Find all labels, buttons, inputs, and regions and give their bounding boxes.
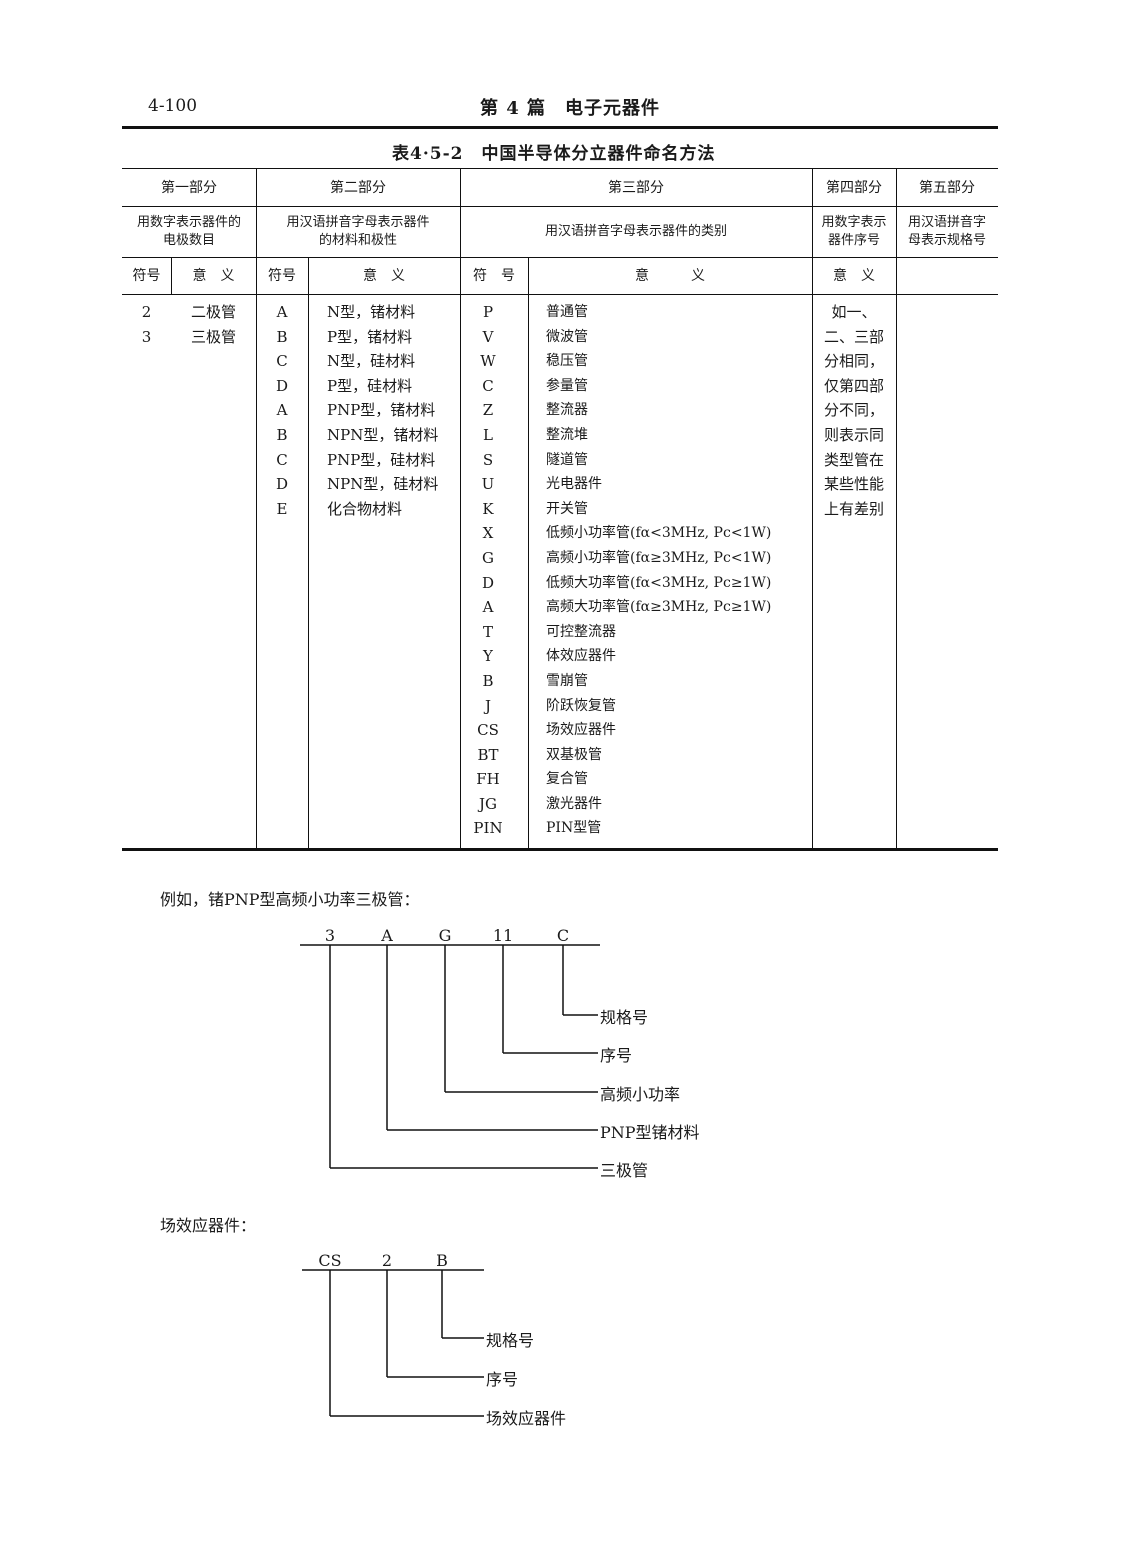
table-title: 表4·5-2 中国半导体分立器件命名方法 <box>392 144 716 164</box>
example1-label: 高频小功率 <box>600 1085 681 1104</box>
sub-header-meaning: 意 义 <box>635 268 705 284</box>
example1-intro: 例如，锗PNP型高频小功率三极管： <box>160 890 420 909</box>
example2-intro: 场效应器件： <box>160 1216 257 1235</box>
example2-label: 场效应器件 <box>486 1409 567 1428</box>
part3-meanings: 普通管 微波管 稳压管 参量管 整流器 整流堆 隧道管 光电器件 开关管 低频小… <box>546 304 772 837</box>
sub-header-symbol: 符 号 <box>473 268 515 284</box>
example1-code: G <box>438 926 452 945</box>
header-rule <box>122 126 998 129</box>
column-divider <box>812 168 813 848</box>
sub-header-meaning: 意 义 <box>363 268 405 284</box>
example1-label: 规格号 <box>600 1008 649 1027</box>
example2-code: 2 <box>381 1251 393 1270</box>
example1-code: C <box>556 926 570 945</box>
part-header: 第五部分 <box>919 180 975 196</box>
part-description: 用汉语拼音字母表示器件 的材料和极性 <box>286 215 430 248</box>
table-rule <box>122 206 998 207</box>
table-rule <box>122 257 998 258</box>
part-description: 用数字表示 器件序号 <box>821 215 887 248</box>
example1-code: 3 <box>324 926 336 945</box>
column-divider <box>460 168 461 848</box>
part4-note: 如一、 二、三部 分相同， 仅第四部 分不同， 则表示同 类型管在 某些性能 上… <box>823 303 884 518</box>
column-divider <box>528 257 529 848</box>
example1-label: 三极管 <box>600 1161 649 1180</box>
sub-header-symbol: 符号 <box>268 268 296 284</box>
part-header: 第四部分 <box>826 180 882 196</box>
section-title: 第 4 篇 电子元器件 <box>480 98 661 119</box>
part-header: 第一部分 <box>161 180 217 196</box>
table-rule-top <box>122 168 998 169</box>
example2-code: CS <box>318 1251 342 1270</box>
column-divider <box>308 257 309 848</box>
page-number: 4-100 <box>148 96 198 116</box>
sub-header-meaning: 意 义 <box>192 268 235 284</box>
part2-symbols: A B C D A B C D E <box>275 303 289 518</box>
part3-symbols: P V W C Z L S U K X G D A T Y B J CS BT … <box>473 303 503 838</box>
column-divider <box>896 168 897 848</box>
table-rule-bottom <box>122 848 998 851</box>
part-description: 用汉语拼音字母表示器件的类别 <box>544 224 727 239</box>
example2-label: 序号 <box>486 1370 519 1389</box>
part1-symbols: 2 3 <box>141 303 152 346</box>
part-header: 第三部分 <box>608 180 664 196</box>
sub-header-meaning: 意 义 <box>833 268 875 284</box>
example1-code: A <box>381 926 393 945</box>
part-description: 用数字表示器件的 电极数目 <box>136 215 241 248</box>
column-divider <box>171 257 172 294</box>
part1-meanings: 二极管 三极管 <box>190 303 236 346</box>
sub-header-symbol: 符号 <box>132 268 161 284</box>
example2-label: 规格号 <box>486 1331 535 1350</box>
example1-code: 11 <box>492 926 514 945</box>
part-header: 第二部分 <box>330 180 386 196</box>
column-divider <box>256 168 257 848</box>
part-description: 用汉语拼音字 母表示规格号 <box>907 215 986 248</box>
example1-label: PNP型锗材料 <box>600 1123 700 1142</box>
example1-label: 序号 <box>600 1046 633 1065</box>
table-rule <box>122 294 998 295</box>
example2-code: B <box>436 1251 448 1270</box>
part2-meanings: N型，锗材料 P型，锗材料 N型，硅材料 P型，硅材料 PNP型，锗材料 NPN… <box>327 303 439 518</box>
